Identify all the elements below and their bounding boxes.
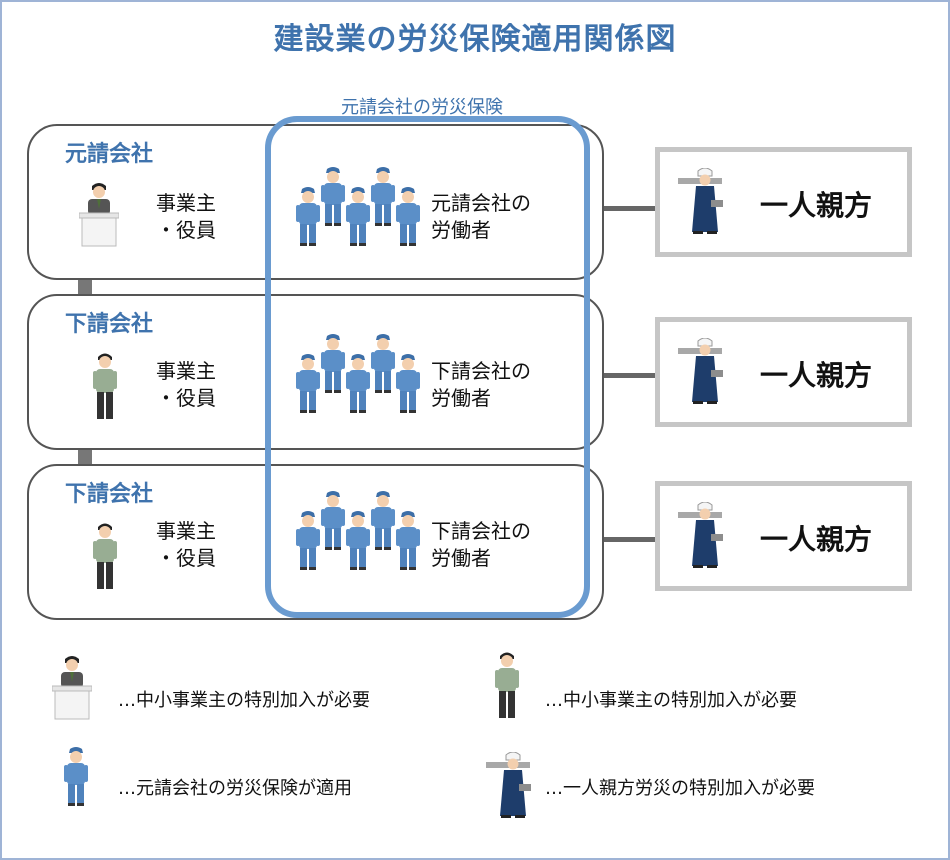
- oyakata-connector: [600, 537, 655, 542]
- workers-label: 元請会社の 労働者: [431, 190, 531, 244]
- workers-line1: 元請会社の: [431, 191, 531, 215]
- oyakata-worker-icon: [486, 752, 532, 819]
- oyakata-box: 一人親方: [655, 147, 912, 257]
- desk-executive-icon: [79, 182, 119, 247]
- role-line1: 事業主: [156, 191, 216, 215]
- role-line1: 事業主: [156, 519, 216, 543]
- workers-line1: 下請会社の: [431, 359, 531, 383]
- insurance-label: 元請会社の労災保険: [341, 97, 503, 118]
- standing-manager-icon: [495, 652, 519, 718]
- role-line2: ・役員: [156, 546, 216, 570]
- legend-text: …元請会社の労災保険が適用: [118, 778, 352, 799]
- oyakata-connector: [600, 206, 655, 211]
- role-label: 事業主 ・役員: [156, 518, 216, 572]
- role-line2: ・役員: [156, 386, 216, 410]
- worker-icon: [64, 747, 88, 806]
- workers-line2: 労働者: [431, 386, 491, 410]
- oyakata-label: 一人親方: [760, 523, 873, 556]
- diagram-title: 建設業の労災保険適用関係図: [273, 22, 677, 57]
- oyakata-label: 一人親方: [760, 189, 873, 222]
- role-label: 事業主 ・役員: [156, 190, 216, 244]
- company-name: 下請会社: [65, 312, 154, 337]
- company-connector: [78, 446, 92, 465]
- legend-text: …一人親方労災の特別加入が必要: [545, 778, 815, 799]
- workers-line1: 下請会社の: [431, 519, 531, 543]
- workers-label: 下請会社の 労働者: [431, 358, 531, 412]
- workers-line2: 労働者: [431, 218, 491, 242]
- company-name: 下請会社: [65, 482, 154, 507]
- company-name: 元請会社: [65, 142, 154, 167]
- legend-text: …中小事業主の特別加入が必要: [545, 690, 797, 711]
- standing-manager-icon: [93, 353, 117, 419]
- oyakata-connector: [600, 373, 655, 378]
- desk-executive-icon: [52, 655, 92, 720]
- role-line1: 事業主: [156, 359, 216, 383]
- oyakata-worker-icon: [678, 502, 724, 569]
- oyakata-box: 一人親方: [655, 317, 912, 427]
- oyakata-label: 一人親方: [760, 359, 873, 392]
- role-label: 事業主 ・役員: [156, 358, 216, 412]
- company-box-prime: 元請会社 事業主 ・役員 元請会社の 労働者: [27, 124, 604, 280]
- insurance-coverage-box: [265, 116, 590, 618]
- oyakata-box: 一人親方: [655, 481, 912, 591]
- company-connector: [78, 277, 92, 296]
- oyakata-worker-icon: [678, 168, 724, 235]
- oyakata-worker-icon: [678, 338, 724, 405]
- workers-line2: 労働者: [431, 546, 491, 570]
- role-line2: ・役員: [156, 218, 216, 242]
- standing-manager-icon: [93, 523, 117, 589]
- legend-text: …中小事業主の特別加入が必要: [118, 690, 370, 711]
- workers-label: 下請会社の 労働者: [431, 518, 531, 572]
